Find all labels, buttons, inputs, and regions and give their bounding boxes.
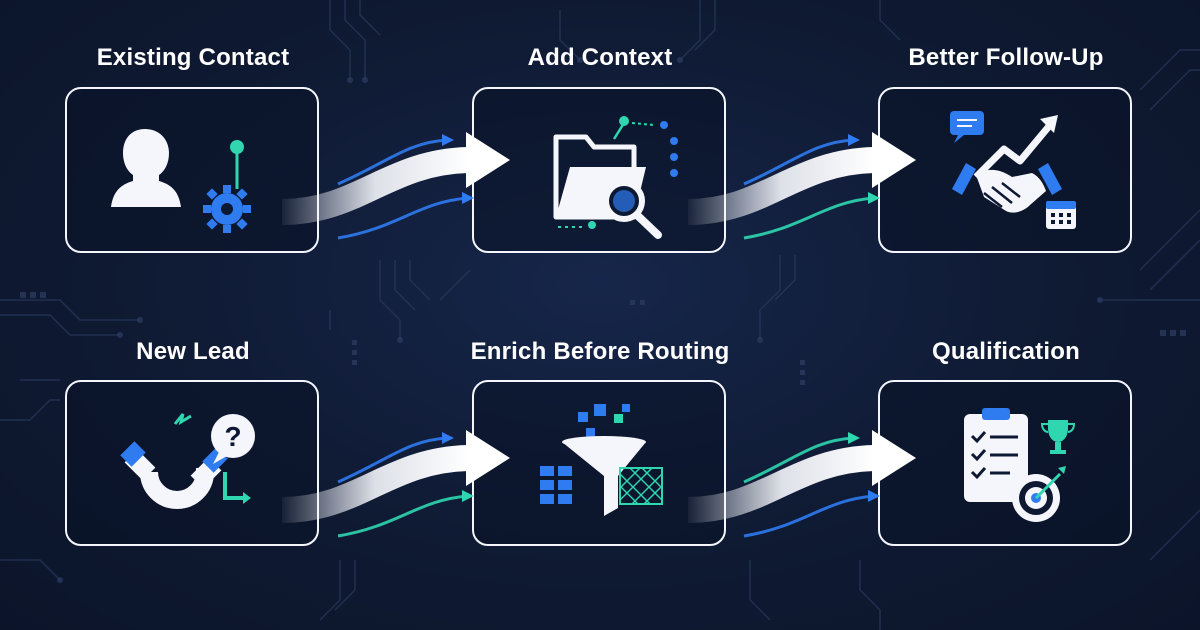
svg-text:?: ? bbox=[224, 421, 241, 452]
folder-search-icon bbox=[553, 116, 678, 239]
step-label-enrich-before-routing: Enrich Before Routing bbox=[470, 338, 730, 365]
flow-arrow-1 bbox=[281, 132, 510, 240]
funnel-data-icon bbox=[540, 404, 663, 516]
step-label-add-context: Add Context bbox=[527, 44, 673, 71]
user-gear-icon bbox=[111, 129, 251, 233]
step-label-qualification: Qualification bbox=[932, 338, 1080, 365]
step-label-existing-contact: Existing Contact bbox=[96, 44, 290, 71]
step-label-new-lead: New Lead bbox=[136, 338, 250, 365]
magnet-question-icon: ? bbox=[120, 413, 255, 509]
checklist-target-icon bbox=[964, 408, 1076, 522]
step-card-existing-contact bbox=[65, 87, 319, 253]
flow-arrow-2 bbox=[687, 132, 916, 240]
handshake-growth-icon bbox=[950, 111, 1076, 229]
step-card-new-lead: ? bbox=[65, 380, 319, 546]
step-card-better-follow-up bbox=[878, 87, 1132, 253]
step-card-enrich-before-routing bbox=[472, 380, 726, 546]
step-label-better-follow-up: Better Follow-Up bbox=[908, 44, 1104, 71]
flow-arrow-3 bbox=[281, 430, 510, 538]
flow-arrow-4 bbox=[687, 430, 916, 538]
step-card-qualification bbox=[878, 380, 1132, 546]
